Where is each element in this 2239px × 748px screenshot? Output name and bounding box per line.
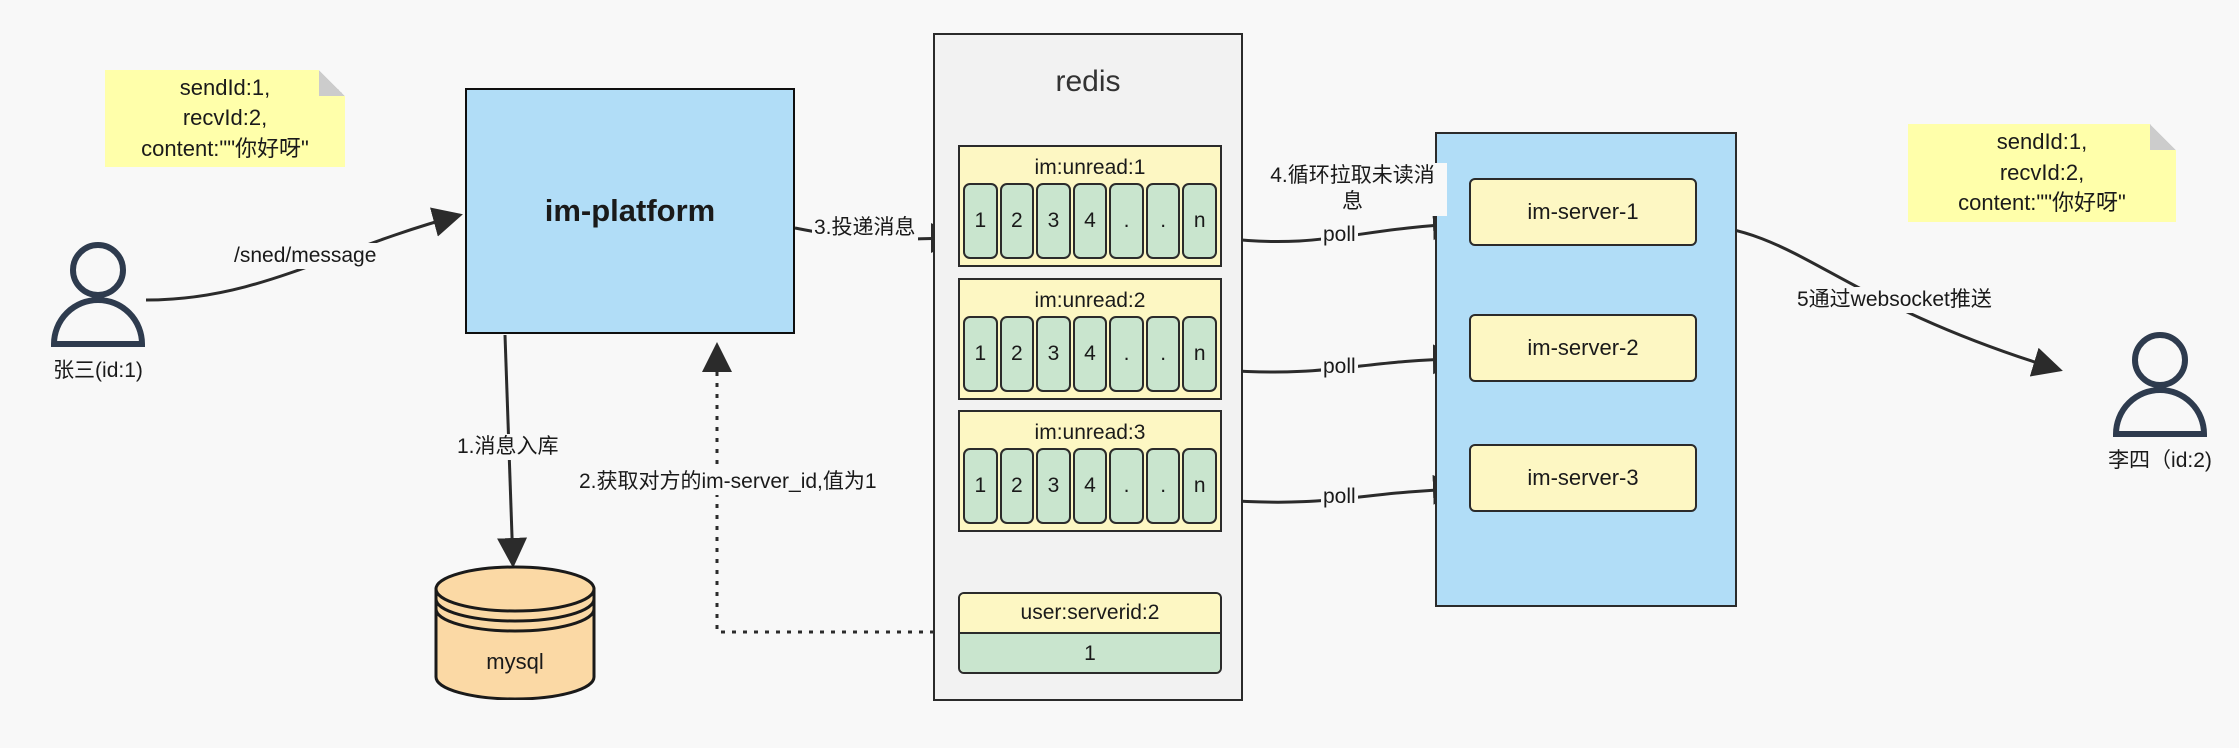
queue-cell[interactable]: 4 [1072, 183, 1108, 259]
queue-cell[interactable]: n [1182, 183, 1218, 259]
queue-cell[interactable]: 1 [963, 316, 998, 392]
queue-cell[interactable]: n [1182, 448, 1218, 524]
database-cylinder-icon: mysql [434, 565, 596, 701]
node-im-server-3[interactable]: im-server-3 [1469, 444, 1697, 512]
edge-label-step3: 3.投递消息 [812, 215, 918, 242]
node-mysql[interactable]: mysql [432, 565, 598, 701]
queue-cell[interactable]: 3 [1036, 316, 1071, 392]
actor-receiver: 李四（id:2) [2095, 330, 2225, 474]
container-im-server-cluster: im-server-1 im-server-2 im-server-3 [1435, 132, 1737, 607]
mysql-label: mysql [486, 649, 543, 674]
queue-cell[interactable]: 4 [1072, 448, 1108, 524]
kv-key-label: user:serverid:2 [960, 594, 1220, 634]
queue-3-cells: 1 2 3 4 . . n [960, 448, 1220, 524]
edge-label-step5: 5通过websocket推送 [1795, 287, 1994, 314]
queue-cell[interactable]: 2 [999, 183, 1035, 259]
queue-2-cells: 1 2 3 4 . . n [960, 316, 1220, 392]
queue-cell[interactable]: 4 [1072, 316, 1108, 392]
actor-sender: 张三(id:1) [33, 240, 163, 384]
queue-cell[interactable]: 3 [1036, 183, 1071, 259]
queue-cell[interactable]: . [1109, 316, 1144, 392]
queue-3-key: im:unread:3 [1034, 421, 1146, 444]
queue-cell[interactable]: 1 [963, 448, 998, 524]
queue-cell[interactable]: 1 [963, 183, 998, 259]
actor-receiver-label: 李四（id:2) [2108, 449, 2212, 472]
queue-cell[interactable]: . [1109, 183, 1144, 259]
kv-user-serverid[interactable]: user:serverid:2 1 [958, 592, 1222, 674]
queue-1-cells: 1 2 3 4 . . n [960, 183, 1220, 259]
edge-label-step4: 4.循环拉取未读消 息 [1258, 163, 1447, 216]
queue-cell[interactable]: 2 [999, 448, 1035, 524]
queue-im-unread-3[interactable]: im:unread:3 1 2 3 4 . . n [958, 410, 1222, 532]
note-receiver-text: sendId:1, recvId:2, content:""你好呀" [1958, 129, 2126, 216]
note-fold-icon [319, 70, 345, 96]
redis-title: redis [1055, 65, 1121, 98]
note-sender-payload: sendId:1, recvId:2, content:""你好呀" [105, 70, 345, 167]
note-fold-icon [2150, 124, 2176, 150]
kv-value-label: 1 [960, 634, 1220, 672]
note-sender-text: sendId:1, recvId:2, content:""你好呀" [141, 74, 309, 161]
node-im-server-2[interactable]: im-server-2 [1469, 314, 1697, 382]
edge-label-step1: 1.消息入库 [455, 434, 561, 461]
queue-1-key: im:unread:1 [1034, 156, 1146, 179]
node-im-platform[interactable]: im-platform [465, 88, 795, 334]
im-server-1-label: im-server-1 [1527, 199, 1639, 224]
queue-cell[interactable]: . [1145, 183, 1181, 259]
queue-cell[interactable]: . [1145, 448, 1181, 524]
queue-cell[interactable]: 2 [999, 316, 1035, 392]
container-redis: redis im:unread:1 1 2 3 4 . . n im:unrea… [933, 33, 1243, 701]
actor-sender-label: 张三(id:1) [53, 359, 143, 382]
note-receiver-payload: sendId:1, recvId:2, content:""你好呀" [1908, 124, 2176, 222]
queue-cell[interactable]: . [1145, 316, 1181, 392]
queue-im-unread-1[interactable]: im:unread:1 1 2 3 4 . . n [958, 145, 1222, 267]
edge-label-send-message: /sned/message [232, 243, 379, 270]
im-platform-label: im-platform [544, 193, 716, 228]
im-server-3-label: im-server-3 [1527, 465, 1639, 490]
user-icon [2112, 332, 2208, 437]
queue-cell[interactable]: . [1109, 448, 1144, 524]
edge-label-poll-1: poll [1321, 222, 1358, 249]
queue-im-unread-2[interactable]: im:unread:2 1 2 3 4 . . n [958, 278, 1222, 400]
edge-label-poll-3: poll [1321, 484, 1358, 511]
edge-label-step2: 2.获取对方的im-server_id,值为1 [577, 469, 879, 496]
im-server-2-label: im-server-2 [1527, 335, 1639, 360]
edge-label-poll-2: poll [1321, 354, 1358, 381]
queue-cell[interactable]: n [1182, 316, 1218, 392]
user-icon [50, 242, 146, 347]
queue-cell[interactable]: 3 [1036, 448, 1071, 524]
node-im-server-1[interactable]: im-server-1 [1469, 178, 1697, 246]
queue-2-key: im:unread:2 [1034, 289, 1146, 312]
